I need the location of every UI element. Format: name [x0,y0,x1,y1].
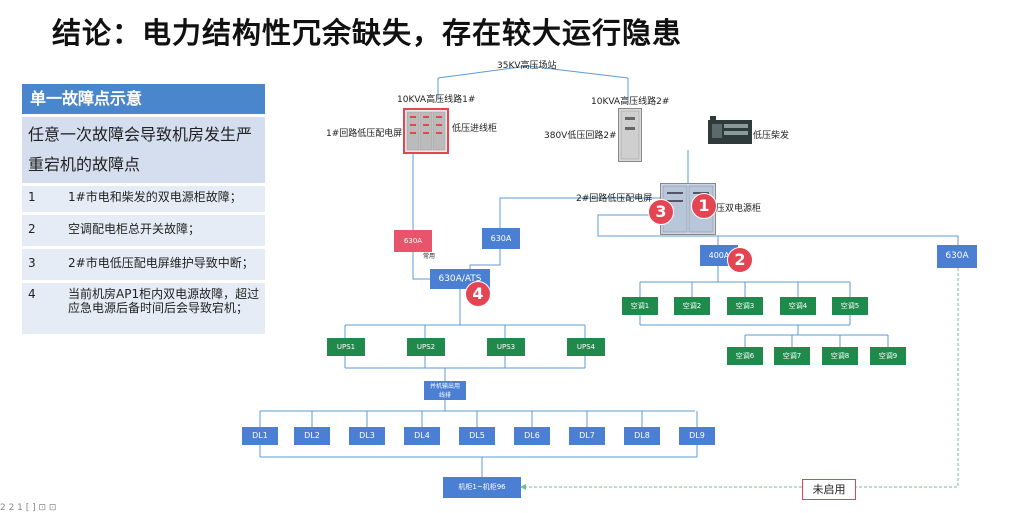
item-text: 2#市电低压配电屏维护导致中断； [68,256,254,270]
cabinet-icon [620,110,640,160]
ups-box: UPS2 [407,338,445,356]
parallel-busbar: 并机输出用 线排 [424,381,466,400]
item-text: 当前机房AP1柜内双电源故障，超过应急电源后备时间后会导致宕机； [68,287,260,315]
item-number: 2 [28,222,36,236]
racks-box: 机柜1~机柜96 [443,477,521,498]
ups-box: UPS1 [327,338,365,356]
fault-badge: 2 [727,247,753,273]
line1-label: 10KVA高压线路1# [397,95,476,105]
screen1-label: 1#回路低压配电屏 [326,129,403,139]
panel-description: 任意一次故障会导致机房发生严重宕机的故障点 [22,117,265,183]
dl-box: DL6 [514,427,550,445]
item-number: 4 [28,287,36,301]
low-voltage-cabinet-2 [618,108,642,162]
list-item: 4 当前机房AP1柜内双电源故障，超过应急电源后备时间后会导致宕机； [22,283,265,334]
ac-box: 空调6 [727,347,763,365]
ac-box: 空调8 [822,347,858,365]
item-text: 空调配电柜总开关故障； [68,222,201,236]
dl-box: DL7 [569,427,605,445]
dl-box: DL1 [242,427,278,445]
ac-box: 空调2 [674,297,710,315]
dual-cabinet-label: 压双电源柜 [716,204,762,214]
dl-box: DL4 [404,427,440,445]
breaker-630a-red: 630A [394,230,432,252]
ac-box: 空调7 [774,347,810,365]
dl-box: DL3 [349,427,385,445]
ac-box: 空调4 [780,297,816,315]
circuit2-label: 380V低压回路2# [544,131,617,141]
item-number: 3 [28,256,36,270]
list-item: 3 2#市电低压配电屏维护导致中断； [22,249,265,280]
ups-box: UPS4 [567,338,605,356]
ac-box: 空调3 [727,297,763,315]
page-title: 结论：电力结构性冗余缺失，存在较大运行隐患 [52,16,683,50]
ac-box: 空调1 [622,297,658,315]
item-number: 1 [28,190,36,204]
dl-box: DL8 [624,427,660,445]
ups-box: UPS3 [487,338,525,356]
panel-heading: 单一故障点示意 [22,84,265,114]
station-label: 35KV高压场站 [497,61,557,71]
unused-label: 未启用 [802,479,856,500]
fault-badge: 1 [691,193,717,219]
breaker-630a-blue: 630A [482,228,520,249]
item-text: 1#市电和柴发的双电源柜故障； [68,190,242,204]
dl-box: DL2 [294,427,330,445]
incoming-label: 低压进线柜 [452,124,498,134]
screen2-label: 2#回路低压配电屏 [576,194,653,204]
diesel-generator-icon [708,116,752,144]
breaker-630a-right: 630A [937,245,977,268]
diesel-label: 低压柴发 [753,131,790,141]
backup-label: 常用 [423,253,436,260]
line2-label: 10KVA高压线路2# [591,97,670,107]
dl-box: DL5 [459,427,495,445]
low-voltage-screen-1 [403,108,449,154]
fault-badge: 3 [648,199,674,225]
slide-toolbar[interactable]: 2 2 1 [ ] ⊡ ⊡ [0,503,57,513]
dl-box: DL9 [679,427,715,445]
fault-badge: 4 [465,281,491,307]
list-item: 2 空调配电柜总开关故障； [22,215,265,246]
ac-box: 空调5 [832,297,868,315]
ac-box: 空调9 [870,347,906,365]
cabinet-icon [406,111,446,151]
list-item: 1 1#市电和柴发的双电源柜故障； [22,186,265,212]
